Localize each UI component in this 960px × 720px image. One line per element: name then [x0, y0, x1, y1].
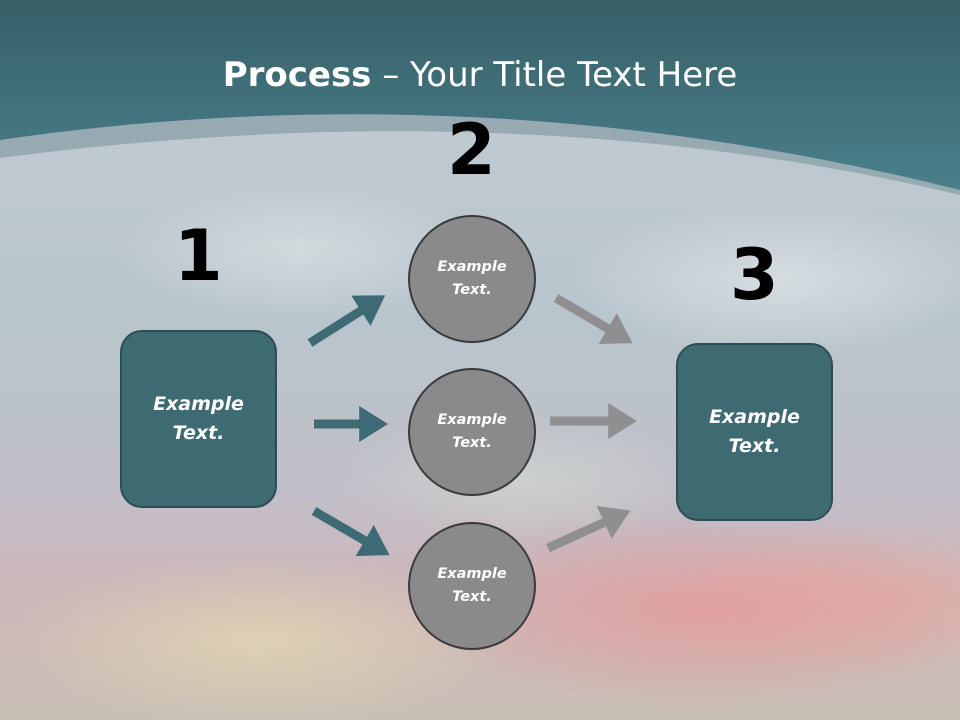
process-box-left-label: Example Text. — [153, 393, 244, 444]
process-circle-bottom: Example Text. — [408, 522, 536, 650]
header-banner — [0, 0, 960, 195]
process-box-right-label: Example Text. — [709, 406, 800, 457]
arrow-bottom-to-right — [546, 506, 631, 553]
step-number-2: 2 — [447, 109, 496, 191]
title-bold: Process — [222, 55, 372, 95]
process-circle-top: Example Text. — [408, 215, 536, 343]
step-number-3: 3 — [730, 234, 779, 316]
process-circle-bottom-label: Example Text. — [437, 566, 507, 605]
process-circle-middle-label: Example Text. — [437, 412, 507, 451]
arrow-left-to-bottom — [311, 507, 390, 557]
step-number-1: 1 — [174, 215, 223, 297]
arrow-left-to-top — [307, 295, 386, 347]
arrow-top-to-right — [553, 294, 633, 345]
process-circle-middle: Example Text. — [408, 368, 536, 496]
title-rest: – Your Title Text Here — [371, 55, 738, 95]
process-box-right: Example Text. — [676, 343, 833, 521]
process-box-left: Example Text. — [120, 330, 277, 508]
process-circle-top-label: Example Text. — [437, 259, 507, 298]
page-title: Process – Your Title Text Here — [0, 52, 960, 98]
